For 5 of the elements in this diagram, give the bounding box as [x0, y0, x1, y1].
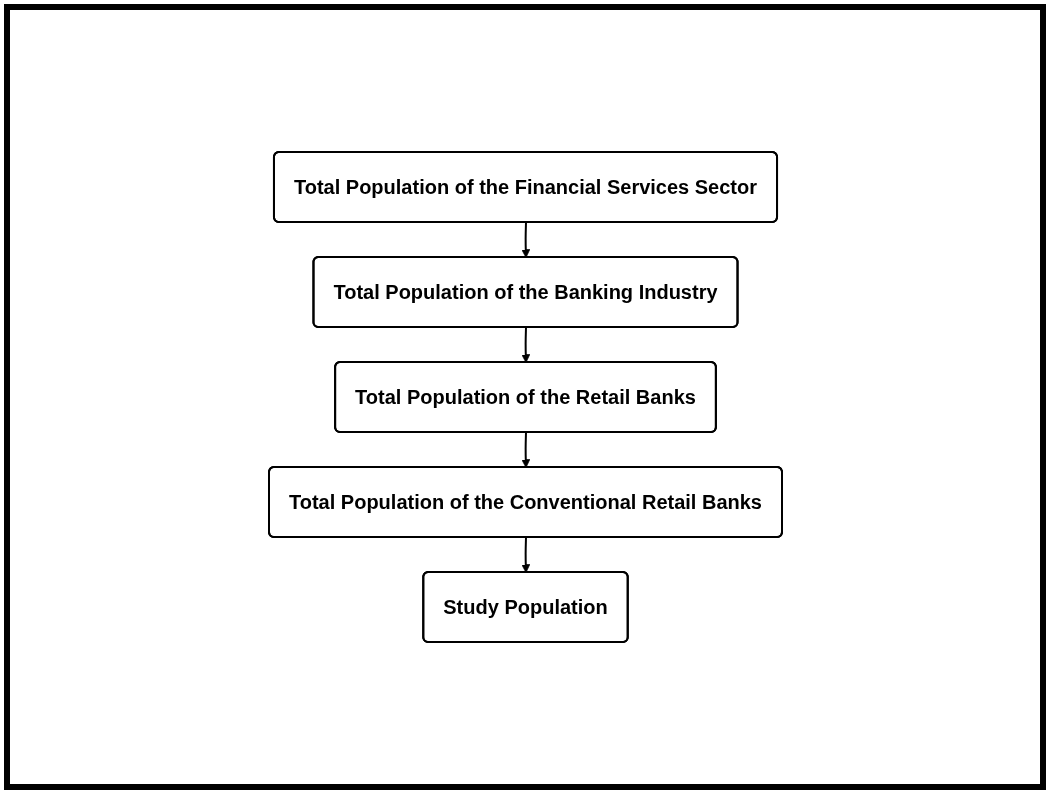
arrow — [520, 431, 530, 468]
arrow — [520, 536, 530, 573]
node-text: Total Population of the Conventional Retail Banks — [288, 491, 762, 513]
arrow — [520, 326, 530, 363]
arrow — [520, 221, 530, 258]
